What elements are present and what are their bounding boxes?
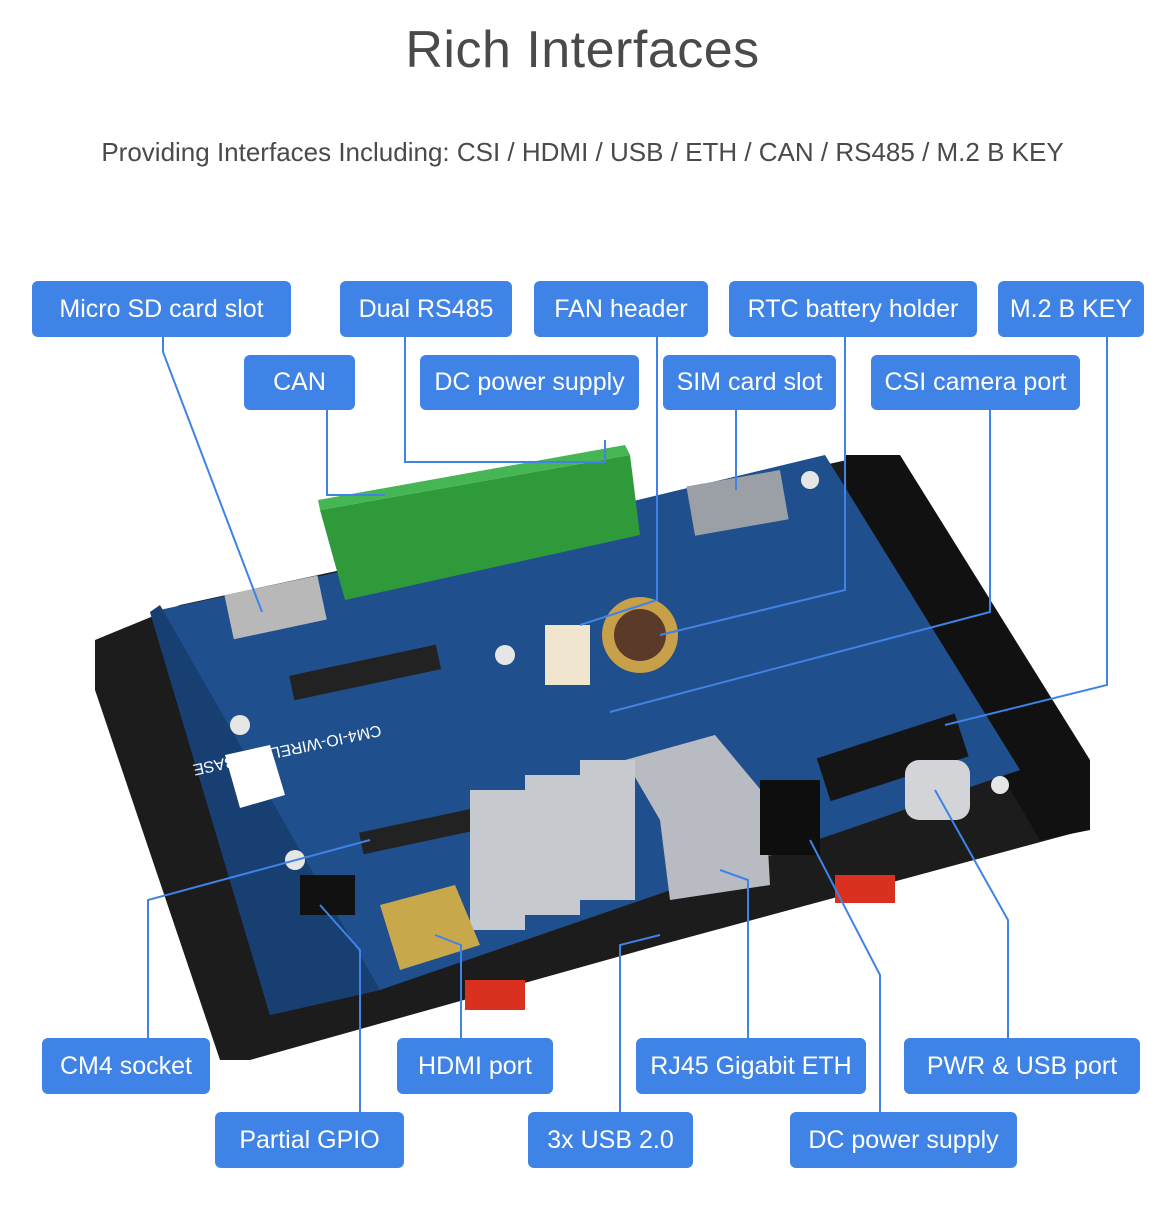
usb-port [525, 775, 580, 915]
mount-hole [230, 715, 250, 735]
page-subtitle: Providing Interfaces Including: CSI / HD… [101, 137, 1064, 167]
mount-hole [991, 776, 1009, 794]
usb-port [580, 760, 635, 900]
din-clip-left [465, 980, 525, 1010]
usb-c-port [905, 760, 970, 820]
callout-rj45-gigabit-eth: RJ45 Gigabit ETH [636, 1038, 866, 1094]
fan-header [545, 625, 590, 685]
callout-dc-power-supply-bottom: DC power supply [790, 1112, 1017, 1168]
mount-hole [285, 850, 305, 870]
mount-hole [801, 471, 819, 489]
fpc-connector [359, 807, 481, 855]
callout-hdmi-port: HDMI port [397, 1038, 553, 1094]
page-title: Rich Interfaces [405, 21, 760, 79]
callout-dual-rs485: Dual RS485 [340, 281, 512, 337]
mount-hole [495, 645, 515, 665]
gpio-header [300, 875, 355, 915]
callout-can: CAN [244, 355, 355, 410]
callout-fan-header: FAN header [534, 281, 708, 337]
usb-port [470, 790, 525, 930]
din-clip-right [835, 875, 895, 903]
dc-jack [760, 780, 820, 855]
callout-3x-usb-2: 3x USB 2.0 [528, 1112, 693, 1168]
callout-csi-camera-port: CSI camera port [871, 355, 1080, 410]
callout-cm4-socket: CM4 socket [42, 1038, 210, 1094]
callout-dc-power-supply-top: DC power supply [420, 355, 639, 410]
callout-pwr-usb-port: PWR & USB port [904, 1038, 1140, 1094]
rj45-jack [625, 735, 770, 900]
callout-rtc-battery-holder: RTC battery holder [729, 281, 977, 337]
terminal-block [320, 455, 640, 600]
m2-slot [816, 713, 969, 802]
label-area [225, 745, 285, 808]
callout-m2-b-key: M.2 B KEY [998, 281, 1144, 337]
fpc-connector [289, 644, 442, 701]
callout-sim-card-slot: SIM card slot [663, 355, 836, 410]
callout-partial-gpio: Partial GPIO [215, 1112, 404, 1168]
callout-micro-sd-card-slot: Micro SD card slot [32, 281, 291, 337]
